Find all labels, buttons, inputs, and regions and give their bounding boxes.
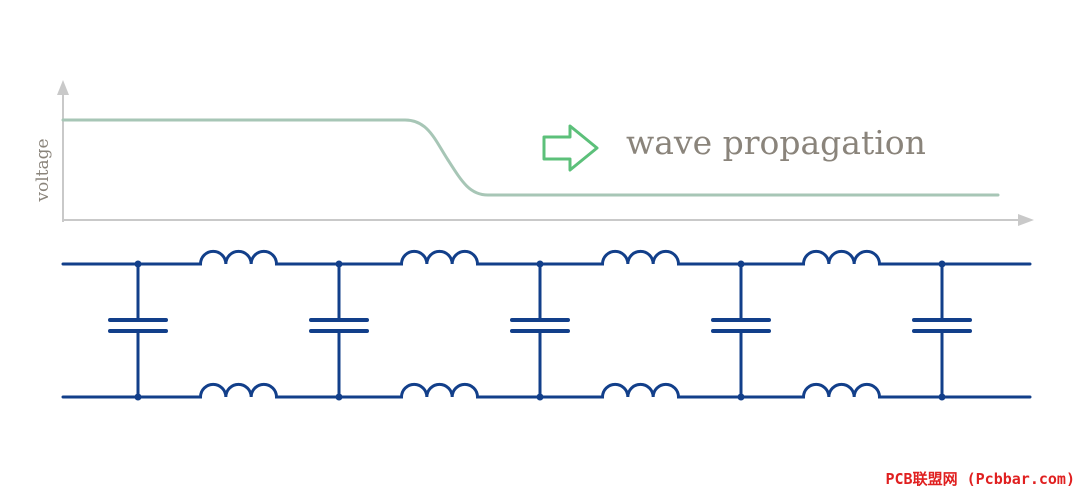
lc-ladder-circuit <box>61 249 1032 401</box>
junction-node <box>134 260 142 268</box>
propagation-label: wave propagation <box>626 123 926 162</box>
voltage-axes <box>57 80 1034 226</box>
bottom-rail-with-inductors <box>61 382 1032 399</box>
junction-node <box>335 260 343 268</box>
top-rail-with-inductors <box>61 249 1032 266</box>
junction-node <box>938 260 946 268</box>
y-axis-arrowhead <box>57 80 69 95</box>
junction-node <box>737 393 745 401</box>
junction-node <box>335 393 343 401</box>
y-axis-label: voltage <box>33 138 53 202</box>
right-arrow-outline-icon <box>542 124 599 172</box>
junction-node <box>536 260 544 268</box>
junction-node <box>134 393 142 401</box>
watermark-text: PCB联盟网 (Pcbbar.com) <box>886 470 1076 488</box>
junction-node <box>938 393 946 401</box>
voltage-waveform <box>61 118 1000 197</box>
junction-node <box>737 260 745 268</box>
x-axis-arrowhead <box>1018 214 1034 226</box>
junction-node <box>536 393 544 401</box>
